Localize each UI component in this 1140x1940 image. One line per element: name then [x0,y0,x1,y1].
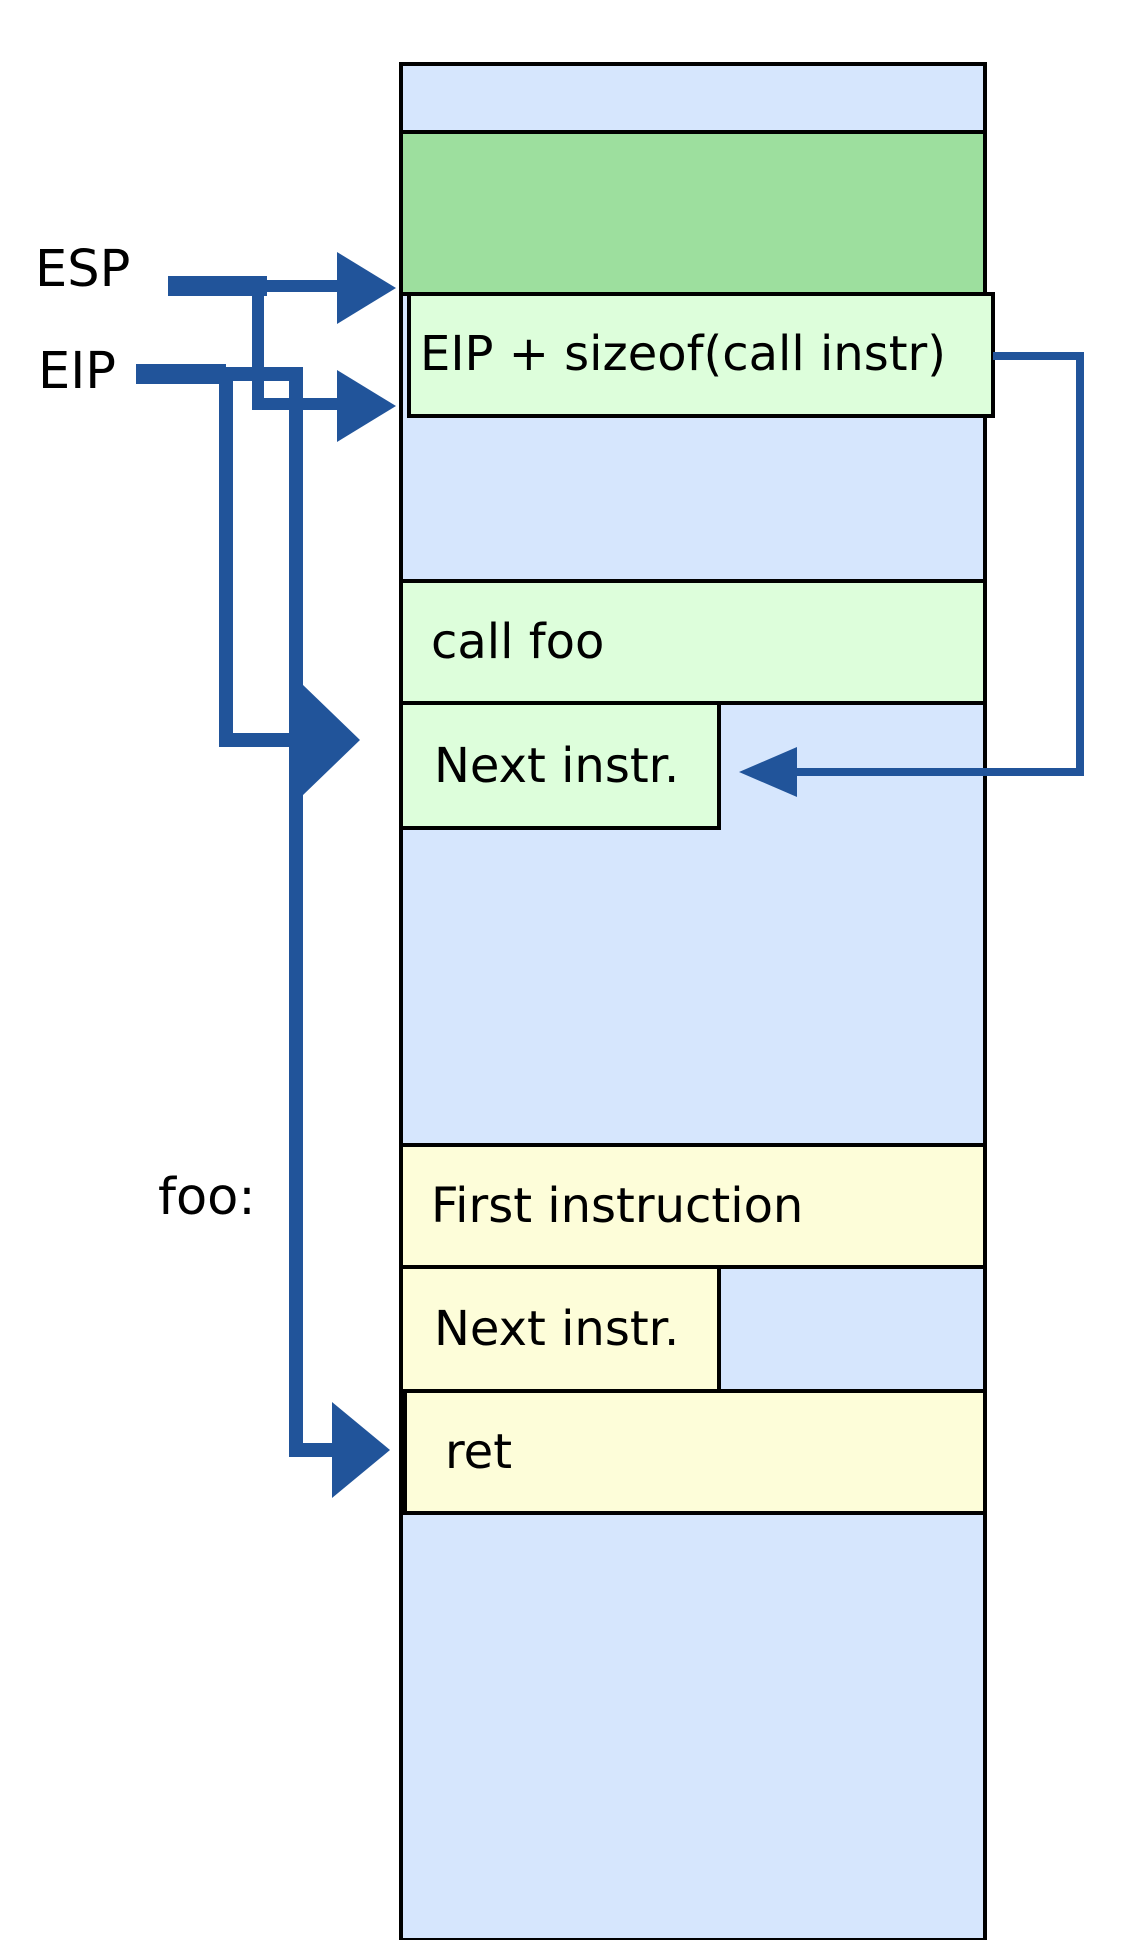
next-instr-caller-text: Next instr. [434,738,679,794]
saved-return-cell [407,292,995,418]
first-instruction-cell [399,1143,987,1269]
esp-arrow-to-saved-return [252,280,396,442]
next-instr-foo-text: Next instr. [434,1301,679,1357]
next-instr-caller-cell [399,701,721,830]
next-instr-foo-cell [399,1265,721,1393]
eip-label: EIP [38,342,116,401]
return-arrow [739,352,1084,797]
ret-cell [403,1389,987,1515]
eip-arrow-to-next-instr [136,364,360,796]
call-text: call foo [431,614,604,670]
stack-top-block [399,130,987,296]
first-instruction-text: First instruction [431,1178,803,1234]
esp-arrow-to-stack-top [168,252,396,324]
esp-label: ESP [35,240,130,299]
saved-return-text: EIP + sizeof(call instr) [420,326,946,382]
eip-arrow-to-ret [220,367,390,1498]
ret-text: ret [445,1424,512,1480]
foo-label: foo: [158,1168,256,1227]
